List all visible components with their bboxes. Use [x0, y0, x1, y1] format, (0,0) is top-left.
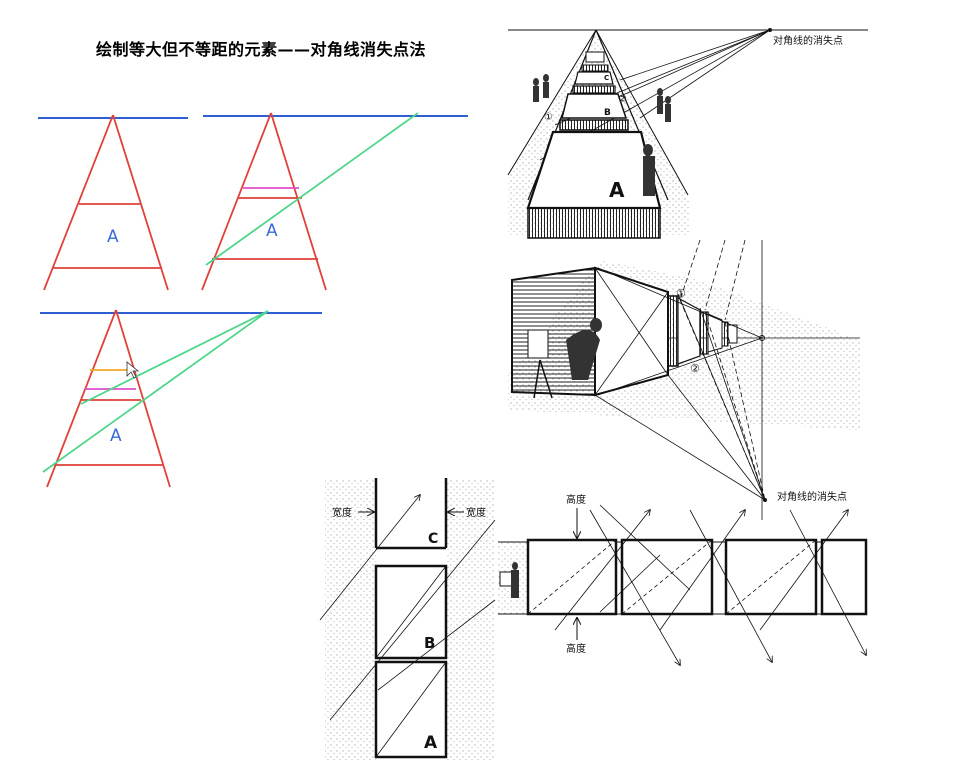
right-edge	[112, 114, 169, 291]
corridor-illustration: A B C ① ② 对角线的消失点	[507, 28, 868, 239]
plan-view-illustration: C B A 宽度 宽度	[319, 478, 496, 760]
diagonal-line-2	[80, 310, 269, 405]
box-artist-illustration: ① ② 对角线的消失点	[508, 239, 860, 520]
horizontal-boxes-illustration: 高度 高度	[498, 493, 868, 665]
diag-vp-label-mid: 对角线的消失点	[777, 490, 847, 503]
height-label-bottom: 高度	[566, 642, 586, 655]
right-edge	[270, 112, 327, 291]
letter-a: A	[266, 221, 278, 241]
box-b-front	[559, 119, 629, 131]
marker-1: ①	[676, 287, 686, 300]
box-b-label: B	[604, 108, 611, 118]
diagonal-line	[205, 112, 419, 266]
marker-1: ①	[544, 112, 553, 123]
panel-3-diagram: A	[40, 309, 322, 488]
diag-vp-label-top: 对角线的消失点	[773, 34, 843, 47]
height-label-top: 高度	[566, 493, 586, 506]
right-edge	[115, 309, 171, 488]
marker-2: ②	[690, 362, 700, 375]
box-c-label: C	[604, 74, 609, 82]
box-a-label: A	[609, 178, 625, 202]
left-edge	[46, 309, 117, 488]
left-edge	[43, 114, 114, 291]
box-4	[820, 538, 868, 616]
letter-a: A	[110, 426, 122, 446]
square-b-label: B	[424, 634, 435, 652]
panel-2-diagram: A	[201, 112, 468, 291]
square-a-label: A	[424, 733, 438, 753]
square-c-label: C	[428, 531, 438, 547]
width-label-left: 宽度	[332, 506, 352, 519]
page-title: 绘制等大但不等距的元素——对角线消失点法	[96, 40, 427, 59]
diagonal-line-1	[42, 310, 269, 473]
cursor-icon	[126, 361, 140, 379]
letter-a: A	[107, 227, 119, 247]
panel-1-diagram: A	[38, 114, 188, 291]
width-label-right: 宽度	[466, 506, 486, 519]
marker-2: ②	[618, 94, 627, 105]
left-edge	[201, 112, 272, 291]
